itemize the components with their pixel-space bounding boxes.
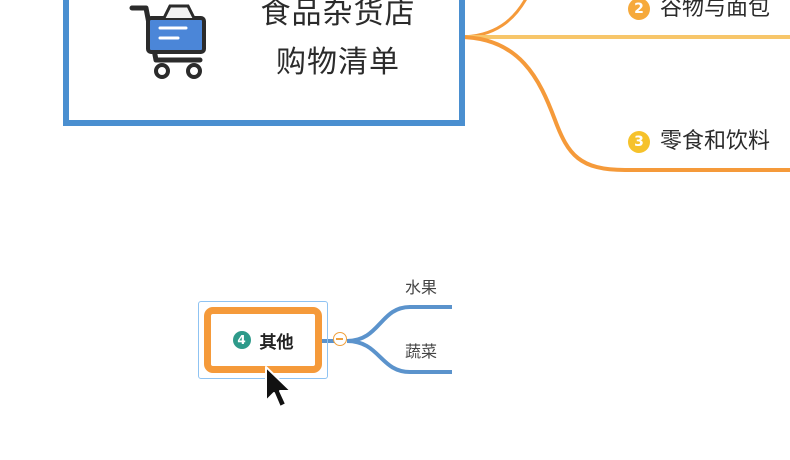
connector-leaf-veg (346, 339, 452, 374)
root-title-line-2: 购物清单 (276, 45, 400, 80)
branch-node-snacks[interactable]: 3 零食和饮料 (628, 123, 770, 155)
branch-label: 谷物与面包 (660, 0, 771, 21)
collapse-toggle-icon[interactable] (333, 332, 347, 346)
selection-frame (198, 301, 328, 379)
root-title-line-1: 食品杂货店 (260, 0, 416, 31)
leaf-node-vegetables[interactable]: 蔬菜 (405, 342, 438, 361)
branch-node-other[interactable]: 4 其他 (204, 307, 322, 373)
root-node[interactable]: 食品杂货店 购物清单 (63, 0, 465, 126)
leaf-node-fruit[interactable]: 水果 (405, 278, 438, 297)
number-badge: 4 (232, 331, 251, 349)
connector-branch-3 (458, 35, 790, 172)
shopping-cart-icon (129, 4, 206, 79)
connector-branch-2 (458, 0, 527, 39)
branch-label: 零食和饮料 (660, 129, 771, 154)
branch-node-grains[interactable]: 2 谷物与面包 (628, 0, 770, 22)
number-badge: 2 (628, 0, 650, 20)
connector-leaf-fruit (322, 305, 452, 343)
node-label: 其他 (259, 332, 294, 353)
mouse-cursor-icon (265, 366, 292, 408)
number-badge: 3 (628, 131, 650, 153)
